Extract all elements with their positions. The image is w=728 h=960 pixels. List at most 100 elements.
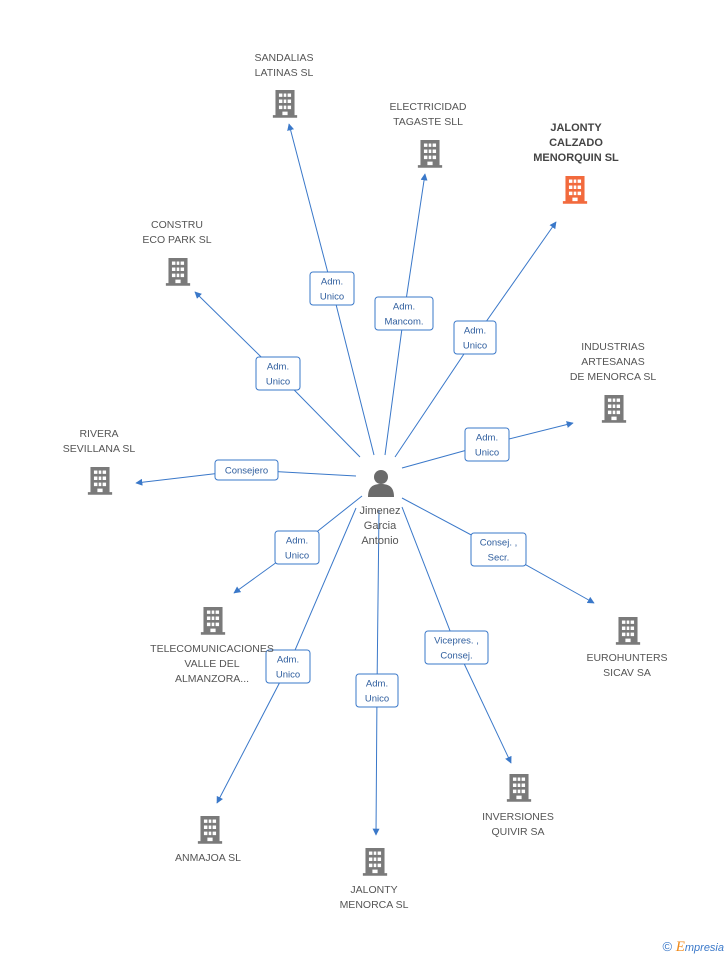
building-icon (506, 774, 532, 802)
company-name-line: ANMAJOA SL (175, 852, 241, 864)
building-icon (165, 258, 191, 286)
role-text-line: Consej. , (480, 538, 518, 549)
role-badge-frame (464, 427, 510, 462)
building-icon (272, 90, 298, 118)
role-badge-sandalias[interactable]: Adm. Unico (309, 271, 355, 306)
role-text-line: Unico (266, 377, 290, 388)
person-icon (368, 470, 394, 497)
building-icon (87, 467, 113, 495)
role-badge-frame (424, 630, 489, 665)
role-text-line: Unico (276, 670, 300, 681)
role-text-line: Consejero (225, 466, 268, 477)
building-icon (601, 395, 627, 423)
building-icon (362, 848, 388, 876)
company-name-line: RIVERA (79, 428, 118, 440)
company-name-line: DE MENORCA SL (570, 371, 657, 383)
role-text-line: Adm. (464, 326, 486, 337)
company-node-industrias[interactable]: INDUSTRIAS ARTESANAS DE MENORCA SL (570, 341, 657, 423)
role-text-line: Vicepres. , (434, 636, 479, 647)
role-badge-jalonty-calzado[interactable]: Adm. Unico (453, 320, 497, 355)
role-text-line: Unico (475, 448, 499, 459)
company-name-line: LATINAS SL (255, 67, 314, 79)
company-name-line: ALMANZORA... (175, 673, 249, 685)
company-name-line: INDUSTRIAS (581, 341, 645, 353)
company-name-line: ECO PARK SL (142, 234, 211, 246)
company-name-line: MENORQUIN SL (533, 152, 619, 164)
person-name-line-3: Antonio (361, 535, 398, 547)
role-text-line: Unico (320, 292, 344, 303)
role-badge-industrias[interactable]: Adm. Unico (464, 427, 510, 462)
role-badge-inversiones[interactable]: Vicepres. , Consej. (424, 630, 489, 665)
company-name-line: QUIVIR SA (491, 826, 544, 838)
role-text-line: Unico (463, 341, 487, 352)
role-badge-frame (309, 271, 355, 306)
nodes-layer: SANDALIAS LATINAS SL ELECTRICIDAD TAGASTE S… (63, 52, 668, 911)
role-text-line: Adm. (393, 302, 415, 313)
role-badge-frame (355, 673, 399, 708)
role-badge-frame (453, 320, 497, 355)
building-icon (615, 617, 641, 645)
edges-layer: Adm.UnicoAdm.Mancom.Adm.UnicoAdm.UnicoAd… (135, 123, 595, 836)
company-name-line: JALONTY (550, 122, 602, 134)
role-text-line: Mancom. (384, 317, 423, 328)
role-badge-telecom[interactable]: Adm. Unico (274, 530, 320, 565)
company-name-line: CONSTRU (151, 219, 203, 231)
role-text-line: Adm. (277, 655, 299, 666)
company-node-sandalias[interactable]: SANDALIAS LATINAS SL (255, 52, 314, 118)
brand-logo-text: mpresia (684, 942, 724, 954)
company-node-electricidad[interactable]: ELECTRICIDAD TAGASTE SLL (389, 101, 467, 168)
company-name-line: SEVILLANA SL (63, 443, 136, 455)
company-node-telecom[interactable]: TELECOMUNICACIONES VALLE DEL ALMANZORA... (150, 607, 274, 685)
role-text-line: Secr. (488, 553, 510, 564)
company-name-line: TELECOMUNICACIONES (150, 643, 274, 655)
person-name-line-2: Garcia (364, 520, 397, 532)
role-badge-constru[interactable]: Adm. Unico (255, 356, 301, 391)
role-text-line: Unico (365, 694, 389, 705)
role-badge-frame (265, 649, 311, 684)
company-name-line: SANDALIAS (255, 52, 314, 64)
company-name-line: ELECTRICIDAD (389, 101, 466, 113)
role-badge-frame (274, 530, 320, 565)
company-name-line: CALZADO (549, 137, 603, 149)
role-badge-frame (470, 532, 527, 567)
role-text-line: Adm. (366, 679, 388, 690)
role-badge-eurohunters[interactable]: Consej. , Secr. (470, 532, 527, 567)
company-node-constru[interactable]: CONSTRU ECO PARK SL (142, 219, 212, 286)
building-icon (197, 816, 223, 844)
brand-logo-initial: E (675, 939, 685, 955)
company-name-line: EUROHUNTERS (586, 652, 667, 664)
role-badge-rivera[interactable]: Consejero (214, 459, 279, 481)
company-node-rivera[interactable]: RIVERA SEVILLANA SL (63, 428, 136, 495)
brand-footer: © Empresia (662, 939, 724, 956)
building-icon (200, 607, 226, 635)
role-text-line: Adm. (321, 277, 343, 288)
role-text-line: Adm. (476, 433, 498, 444)
company-name-line: JALONTY (350, 884, 397, 896)
role-text-line: Adm. (286, 536, 308, 547)
edge-jalonty-menorca (372, 509, 380, 836)
company-node-jalonty-calzado[interactable]: JALONTY CALZADO MENORQUIN SL (533, 122, 619, 204)
role-badge-electricidad[interactable]: Adm. Mancom. (374, 296, 434, 331)
role-badge-frame (255, 356, 301, 391)
company-name-line: TAGASTE SLL (393, 116, 463, 128)
role-badge-jalonty-menorca[interactable]: Adm. Unico (355, 673, 399, 708)
building-icon (417, 140, 443, 168)
company-name-line: ARTESANAS (581, 356, 644, 368)
copyright-icon: © (662, 939, 673, 954)
company-name-line: SICAV SA (603, 667, 651, 679)
company-node-eurohunters[interactable]: EUROHUNTERS SICAV SA (586, 617, 668, 679)
center-node[interactable]: Jimenez Garcia Antonio (360, 470, 401, 547)
role-badge-frame (374, 296, 434, 331)
building-icon (562, 176, 588, 204)
company-name-line: VALLE DEL (184, 658, 239, 670)
role-text-line: Adm. (267, 362, 289, 373)
person-name-line-1: Jimenez (360, 505, 401, 517)
role-text-line: Consej. (440, 651, 472, 662)
role-badge-frame (214, 459, 279, 481)
role-badge-anmajoa[interactable]: Adm. Unico (265, 649, 311, 684)
company-node-anmajoa[interactable]: ANMAJOA SL (175, 816, 241, 864)
role-text-line: Unico (285, 551, 309, 562)
